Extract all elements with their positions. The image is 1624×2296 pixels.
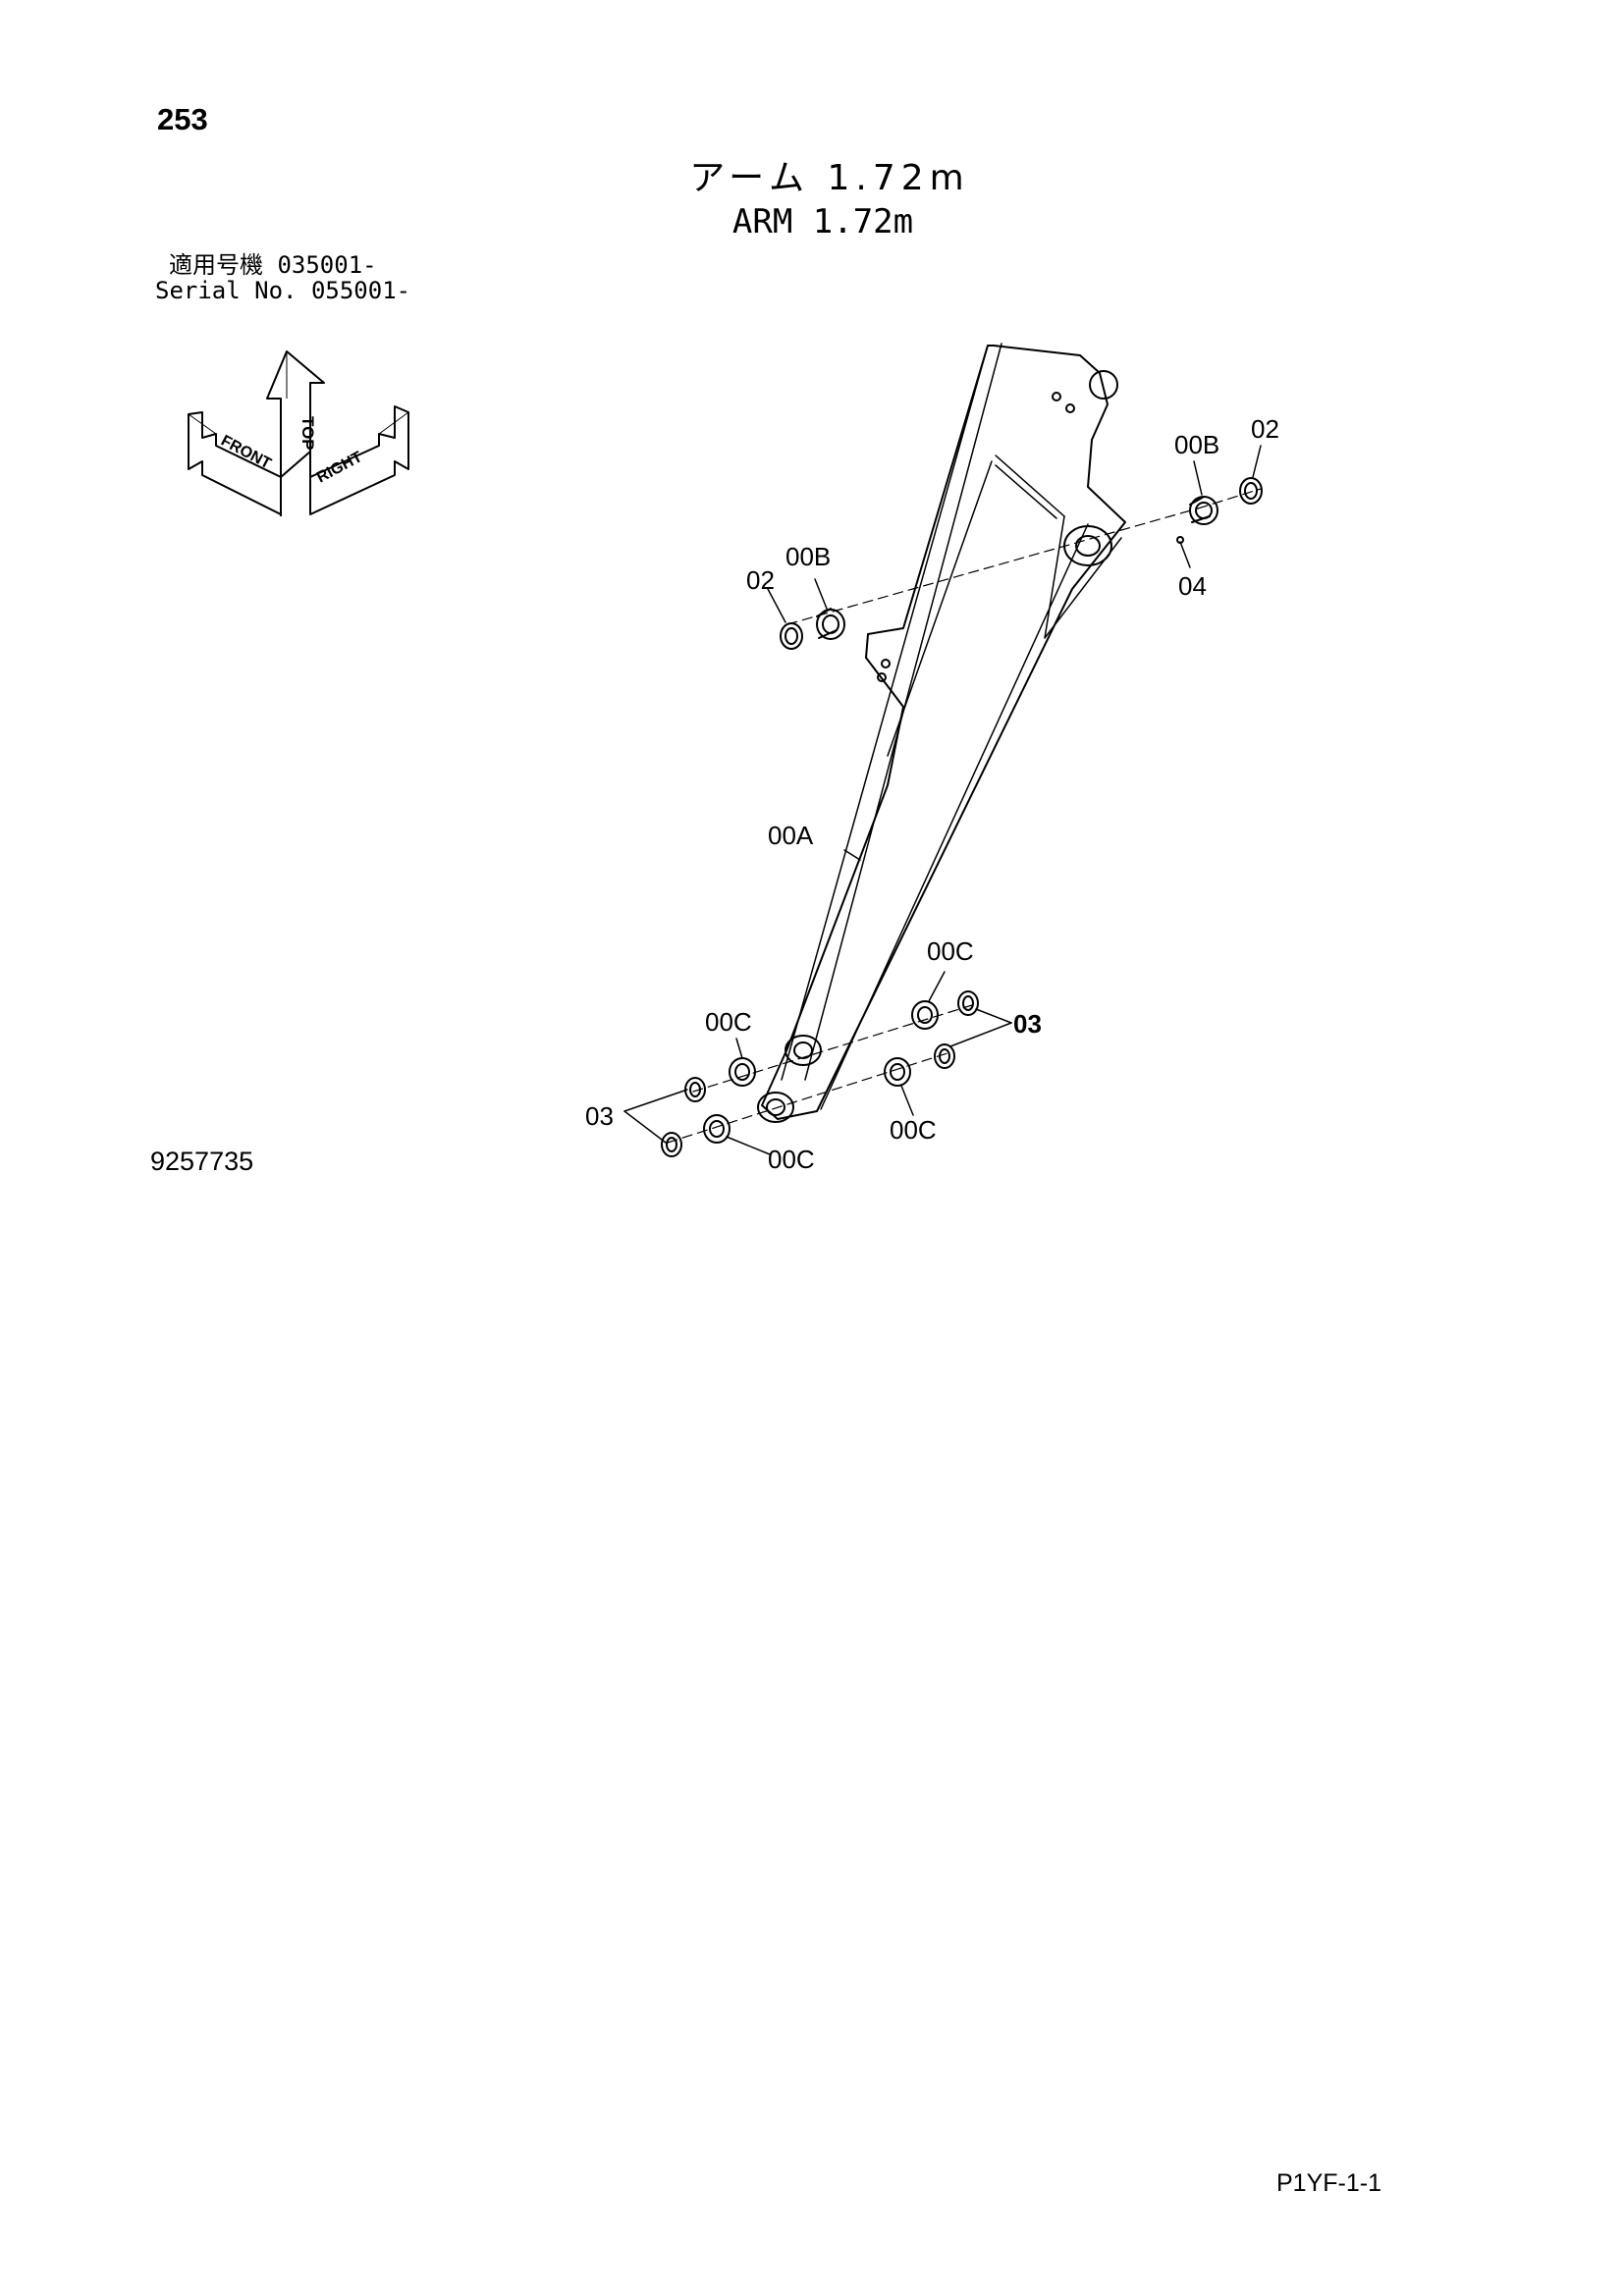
callout-00B-right: 00B — [1174, 430, 1219, 459]
callout-00B-left: 00B — [785, 542, 831, 571]
page-number: 253 — [157, 102, 208, 136]
arm-exploded-diagram: 00A 00B 02 04 00B 02 00C 03 00C 03 00C 0… — [585, 343, 1279, 1174]
orientation-top-label: TOP — [298, 416, 317, 451]
callout-02-right: 02 — [1251, 414, 1279, 444]
page-title-japanese: アーム 1.72m — [689, 158, 970, 198]
serial-range-english: Serial No. 055001- — [155, 277, 410, 304]
serial-value-en: 055001- — [310, 277, 411, 304]
callout-00C-lower-right: 00C — [890, 1115, 937, 1145]
callout-00C-lower-left: 00C — [768, 1145, 815, 1174]
page-code: P1YF-1-1 — [1276, 2169, 1381, 2197]
callout-03-right: 03 — [1013, 1009, 1042, 1039]
arm-body — [761, 345, 1126, 1120]
catalog-number: 9257735 — [150, 1147, 254, 1176]
serial-label-en: Serial No. — [155, 277, 298, 304]
callout-00C-upper-left: 00C — [705, 1007, 752, 1037]
serial-range-japanese: 適用号機 035001- — [169, 251, 377, 279]
serial-label-jp: 適用号機 — [169, 251, 263, 279]
callout-00A: 00A — [768, 821, 814, 850]
page-title-english: ARM 1.72m — [731, 202, 914, 241]
serial-value-jp: 035001- — [277, 251, 377, 279]
callout-00C-upper-right: 00C — [927, 936, 974, 966]
callout-03-left: 03 — [585, 1101, 614, 1131]
orientation-icon: TOP FRONT RIGHT — [188, 350, 409, 516]
callout-04: 04 — [1178, 571, 1207, 601]
callout-02-left: 02 — [746, 565, 775, 595]
